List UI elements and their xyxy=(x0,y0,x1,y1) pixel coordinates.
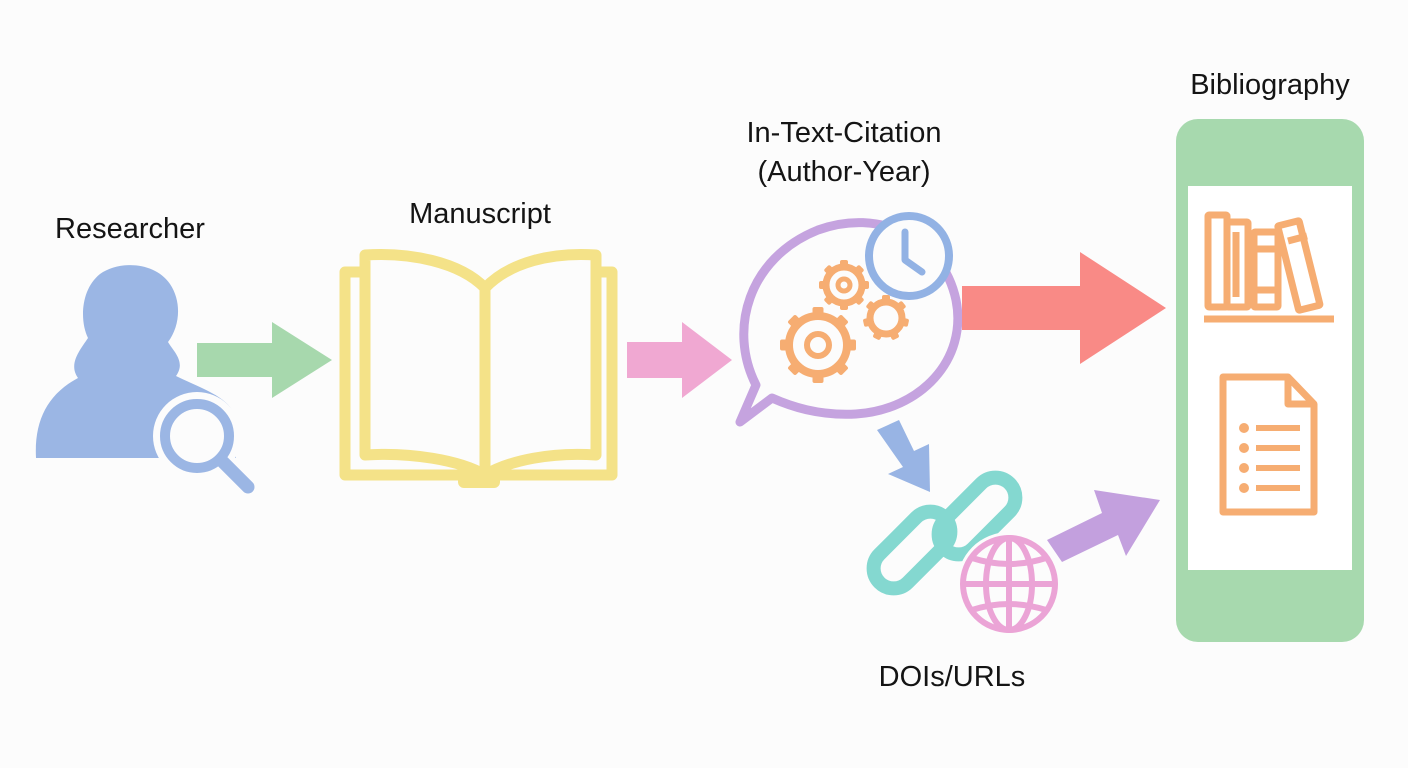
chain-link-icon xyxy=(866,470,1023,596)
chain-link-lower xyxy=(866,504,958,596)
book-right-page xyxy=(479,249,602,481)
citation-label-line2: (Author-Year) xyxy=(757,156,931,188)
book-left-page xyxy=(359,249,491,481)
document-fold xyxy=(1284,377,1314,408)
large-gear-tooth-5 xyxy=(812,371,824,383)
right-gear-tooth-1 xyxy=(882,295,890,305)
open-book-icon xyxy=(339,249,618,488)
globe-icon xyxy=(957,532,1061,636)
document-bullets xyxy=(1239,423,1249,493)
right-gear-tooth-6 xyxy=(863,317,874,327)
small-gear-tooth-5 xyxy=(840,300,848,310)
magnifier-handle xyxy=(214,453,255,494)
large-gear-tooth-2 xyxy=(833,315,848,330)
large-gear-teeth xyxy=(780,307,856,383)
small-gear-tooth-8 xyxy=(824,265,836,277)
large-gear-tooth-6 xyxy=(788,360,803,375)
small-gear-tooth-3 xyxy=(859,281,869,289)
large-gear-tooth-4 xyxy=(833,360,848,375)
arrow-citation-to-dois xyxy=(877,420,930,492)
small-gear-tooth-7 xyxy=(819,281,829,289)
arrow-citation-to-bibliography xyxy=(962,252,1166,364)
arrow-manuscript-to-citation xyxy=(627,322,732,398)
small-gear-tooth-4 xyxy=(852,293,864,305)
small-gear-hub xyxy=(835,276,853,294)
large-gear-tooth-1 xyxy=(812,307,824,319)
globe-latitude-upper xyxy=(971,555,1047,567)
magnifier-lens xyxy=(160,399,234,473)
large-gear-tooth-8 xyxy=(788,315,803,330)
clock-face xyxy=(865,212,953,300)
right-gear-icon xyxy=(863,295,909,340)
arrow-researcher-to-manuscript xyxy=(197,322,332,398)
bibliography-label: Bibliography xyxy=(1190,69,1350,101)
clock-hands xyxy=(901,228,926,276)
speech-bubble xyxy=(735,218,963,427)
bullet-4 xyxy=(1239,483,1249,493)
speech-bubble-gears-clock-icon xyxy=(735,212,963,427)
large-gear-hub xyxy=(804,331,832,359)
bookshelf-icon xyxy=(1204,211,1334,323)
right-gear-tooth-7 xyxy=(866,301,878,313)
document-outline xyxy=(1219,373,1318,516)
book-spine-2 xyxy=(1223,218,1252,311)
small-gear-icon xyxy=(819,260,869,310)
small-gear-tooth-2 xyxy=(852,265,864,277)
bullet-2 xyxy=(1239,443,1249,453)
bullet-3 xyxy=(1239,463,1249,473)
right-gear-tooth-5 xyxy=(873,328,884,340)
large-gear-icon xyxy=(780,307,856,383)
citation-label-line1: In-Text-Citation xyxy=(746,117,942,149)
small-gear-tooth-1 xyxy=(840,260,848,270)
right-gear-tooth-4 xyxy=(888,328,899,340)
large-gear-tooth-3 xyxy=(844,339,856,351)
book-spine-3 xyxy=(1250,228,1282,311)
large-gear-tooth-7 xyxy=(780,339,792,351)
researcher-label: Researcher xyxy=(55,213,205,245)
dois-label: DOIs/URLs xyxy=(878,661,1026,693)
book-outer-left xyxy=(339,266,485,481)
small-gear-teeth xyxy=(819,260,869,310)
chain-link-globe-icon xyxy=(866,470,1061,636)
bibliography-panel xyxy=(1176,119,1364,642)
arrow-dois-to-bibliography xyxy=(1047,490,1160,562)
small-gear-tooth-6 xyxy=(824,293,836,305)
book-spine-4-band xyxy=(1287,232,1308,245)
researcher-icon xyxy=(35,265,255,494)
bullet-1 xyxy=(1239,423,1249,433)
right-gear-tooth-2 xyxy=(894,301,906,313)
globe-latitude-lower xyxy=(971,601,1047,613)
book-outer-right xyxy=(485,266,618,481)
book-spine-4-tilted xyxy=(1274,217,1324,314)
clock-icon xyxy=(865,212,953,300)
document-list-icon xyxy=(1219,373,1318,516)
manuscript-label: Manuscript xyxy=(409,198,551,230)
right-gear-teeth xyxy=(863,295,909,340)
book-bottom-clip xyxy=(458,474,500,488)
right-gear-tooth-3 xyxy=(898,317,909,327)
